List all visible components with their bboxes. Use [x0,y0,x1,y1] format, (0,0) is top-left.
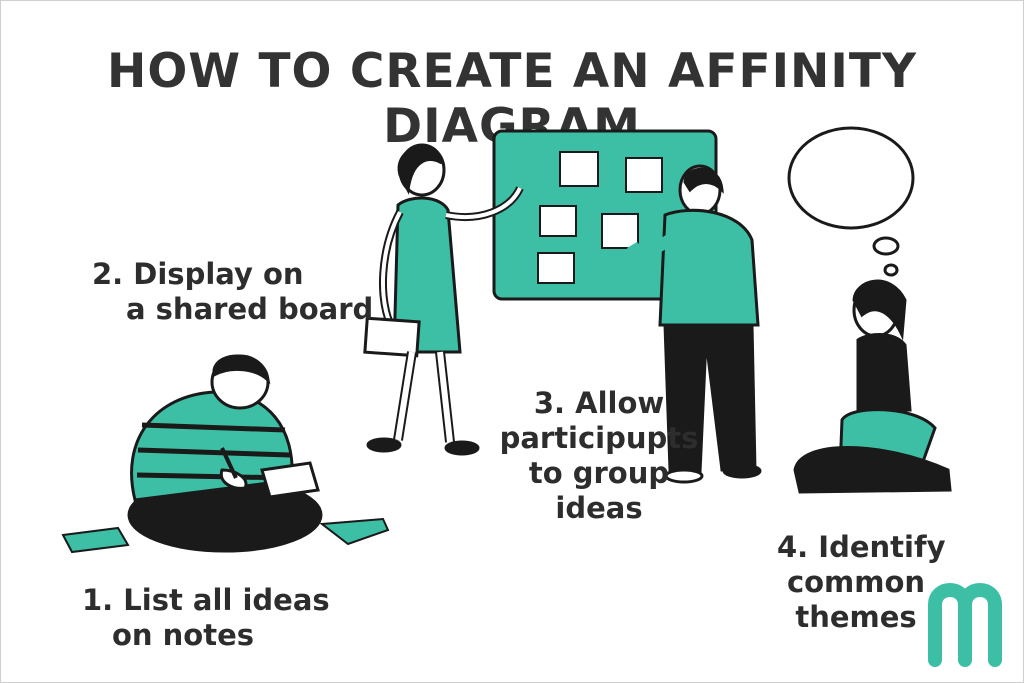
person-arranging-notes-illustration [626,164,762,484]
step-2-line-2: a shared board [126,292,374,326]
step-4-line-2: common [786,565,926,599]
step-3-line-3: to group [528,456,670,490]
step-4-line-1: 4. Identify [777,530,946,564]
step-3-line-2: participupts [499,421,699,455]
person-pointing-illustration [363,143,524,456]
thought-bubble-icon [787,126,915,277]
loose-notes-on-floor [61,517,390,554]
step-2-line-1: 2. Display on [92,257,304,291]
brand-logo-icon [928,583,1002,667]
step-1-label: 1. List all ideas on notes [82,583,330,653]
step-3-label: 3. Allow participupts to group ideas [494,386,704,526]
step-4-line-3: themes [795,600,917,634]
step-3-line-1: 3. Allow [533,386,665,420]
person-writing-illustration [127,354,323,553]
step-1-line-2: on notes [112,618,255,652]
sticky-note-board-icon [492,129,718,301]
step-3-line-4: ideas [555,491,643,525]
person-thinking-illustration [793,279,952,494]
step-4-label: 4. Identify common themes [777,530,946,635]
step-1-line-1: 1. List all ideas [82,583,330,617]
step-2-label: 2. Display on a shared board [92,257,373,327]
